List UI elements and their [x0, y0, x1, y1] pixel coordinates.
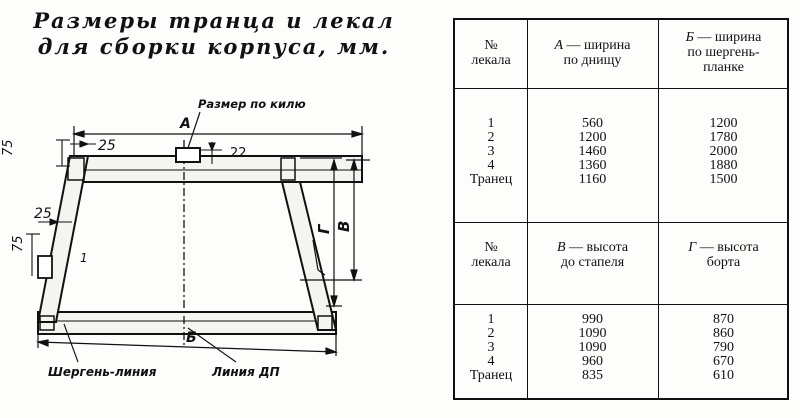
header-template-no-bottom: № лекала: [471, 240, 511, 270]
table-row: Транец: [469, 368, 513, 383]
dim-75-top: 75: [1, 139, 16, 156]
dim-75-left: 75: [11, 235, 26, 252]
table-row: 4: [487, 354, 495, 369]
col-v-values: 990 1090 1090 960 835: [578, 312, 607, 383]
dimensions-table: № лекала А — ширина по днищу Б — ширина …: [453, 18, 789, 400]
rows-top: 1 2 3 4 Транец: [455, 116, 527, 187]
dim-22: 22: [230, 146, 247, 161]
right-side-member: [280, 181, 338, 331]
table-row: 3: [487, 340, 495, 355]
transom-drawing: А Размер по килю 22 25 75 25 75 1: [1, 97, 370, 379]
col-g-values: 870 860 790 670 610: [713, 312, 734, 383]
label-dp: Линия ДП: [211, 365, 280, 379]
dim-25-top: 25: [98, 138, 116, 154]
dim-25-left: 25: [34, 206, 52, 222]
table-row: 2: [487, 326, 495, 341]
header-v-height: В — высота до стапеля: [556, 240, 629, 270]
label-keel-size: Размер по килю: [198, 97, 306, 111]
table-row: 1: [487, 312, 495, 327]
col-b-values: 1200 1780 2000 1880 1500: [709, 116, 738, 187]
label-shergen: Шергень-линия: [48, 365, 157, 379]
header-b-width: Б — ширина по шергень- планке: [685, 30, 762, 75]
header-g-height: Г — высота борта: [688, 240, 759, 270]
keel-notch: [175, 147, 201, 163]
label-a: А: [179, 116, 191, 132]
top-plank: [64, 155, 363, 183]
left-side-member: [36, 155, 90, 323]
label-1: 1: [80, 251, 88, 265]
col-a-values: 560 1200 1460 1360 1160: [578, 116, 607, 187]
table-row: Транец: [469, 172, 513, 187]
table-row: 2: [487, 130, 495, 145]
header-template-no-top: № лекала: [471, 38, 511, 68]
label-b: Б: [186, 330, 197, 346]
title-line-1: Размеры транца и лекал: [33, 8, 395, 33]
header-a-width: А — ширина по днищу: [554, 38, 631, 68]
table-row: 1: [487, 116, 495, 131]
label-v: В: [335, 221, 353, 232]
table-row: 4: [487, 158, 495, 173]
rows-bottom: 1 2 3 4 Транец: [455, 312, 527, 383]
table-row: 3: [487, 144, 495, 159]
page-title: Размеры транца и лекал для сборки корпус…: [14, 8, 414, 60]
label-g: Г: [315, 223, 333, 234]
title-line-2: для сборки корпуса, мм.: [37, 34, 391, 59]
